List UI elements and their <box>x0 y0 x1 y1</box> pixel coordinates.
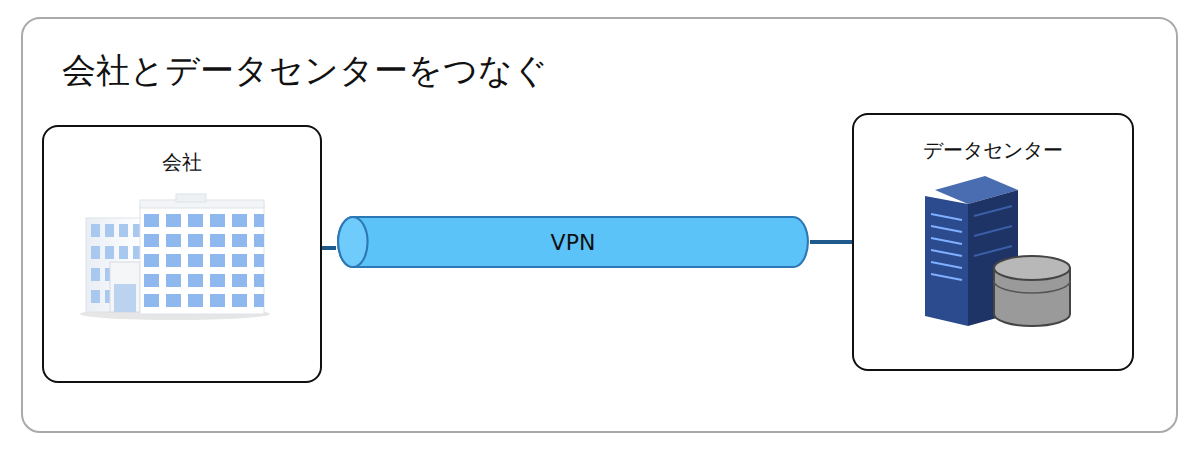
diagram-title: 会社とデータセンターをつなぐ <box>62 48 548 94</box>
connector-line <box>810 240 852 244</box>
site-label: 会社 <box>44 149 320 176</box>
site-label: データセンター <box>854 137 1132 164</box>
tunnel-label: VPN <box>336 230 810 255</box>
site-box: データセンター <box>852 113 1134 371</box>
vpn-tunnel: VPN <box>336 215 810 269</box>
connector-line <box>322 246 336 250</box>
site-box: 会社 <box>42 125 322 383</box>
